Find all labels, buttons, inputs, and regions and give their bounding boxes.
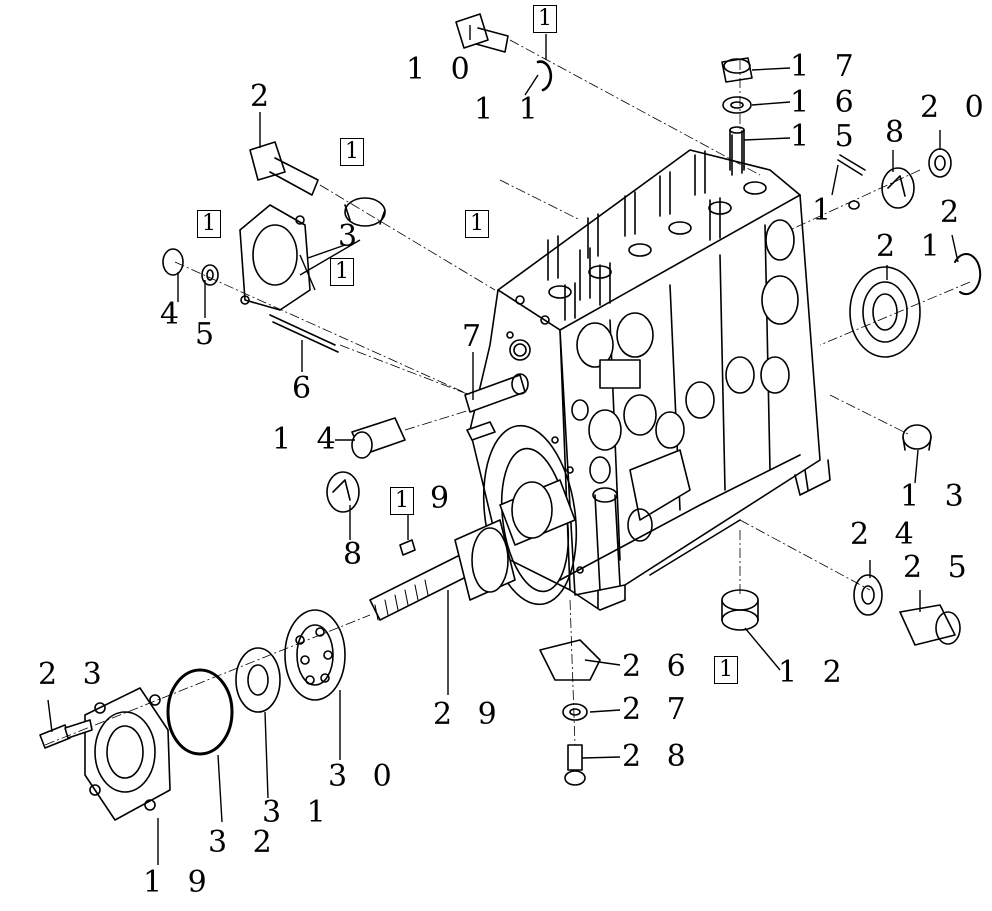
boxed-marker-top: 1 [533,5,557,33]
boxed-marker-bushing: 1 [340,138,364,166]
callout-12: 1 2 [778,655,850,690]
o-ring-32 [166,668,234,756]
callout-25: 2 5 [903,550,975,585]
callout-1: 1 [812,193,840,228]
callout-14: 1 4 [272,422,344,457]
bearing-21 [849,266,921,358]
callout-15: 1 5 [790,119,862,154]
callout-26: 2 6 [622,649,694,684]
shaft-7 [464,373,529,441]
nut-4 [162,248,184,276]
callout-8-right: 8 [885,115,913,150]
assembly-axes [44,39,971,746]
callout-17: 1 7 [790,49,862,84]
callout-4: 4 [160,297,188,332]
callout-5: 5 [195,317,223,352]
nut-17 [721,57,753,83]
callout-24: 2 4 [850,517,922,552]
callout-7: 7 [462,319,490,354]
sleeve-13 [902,424,932,451]
clamp-26 [539,639,601,681]
bolt-28 [564,744,586,786]
bushing-3 [344,197,386,227]
stud-6 [269,314,339,353]
snap-ring-22 [954,253,982,295]
end-cover-19 [84,687,171,821]
bolt-10 [455,13,509,53]
bolt-2 [249,141,319,196]
callout-13: 1 3 [900,479,972,514]
callout-27: 2 7 [622,692,694,727]
bearing-30 [284,609,346,701]
camshaft [369,479,576,621]
stud-15 [729,126,745,171]
callout-9: 9 [430,481,458,516]
boxed-marker-body: 1 [465,210,489,238]
callout-6: 6 [292,371,320,406]
boxed-marker-washer: 1 [197,210,221,238]
plate-3 [239,204,311,311]
washer-20 [928,148,952,178]
plug-8-left [326,471,360,513]
leader-lines [47,25,959,865]
callout-31: 3 1 [262,795,334,830]
key-9 [399,539,416,556]
callout-2-right: 2 [940,195,968,230]
callout-20: 2 0 [920,90,992,125]
boxed-marker-key: 1 [390,487,414,515]
callout-11: 1 1 [474,92,546,127]
plug-8-right [881,167,915,209]
callout-10: 1 0 [406,52,478,87]
top-studs [547,130,743,321]
callout-23: 2 3 [38,657,110,692]
callout-32: 3 2 [208,825,280,860]
washer-27 [562,703,588,721]
callout-21: 2 1 [876,229,948,264]
callout-19: 1 9 [143,865,215,900]
callout-30: 3 0 [328,759,400,794]
pin-1 [837,154,866,210]
callout-28: 2 8 [622,739,694,774]
housing-details [571,219,799,591]
spacer-31 [235,647,281,713]
callout-3: 3 [338,219,366,254]
ring-11 [536,60,553,92]
callout-2-left: 2 [250,79,278,114]
washer-24 [853,574,883,616]
bolt-25 [899,604,961,646]
bolt-23 [39,719,93,749]
callout-29: 2 9 [433,697,505,732]
callout-16: 1 6 [790,85,862,120]
plug-14 [351,417,406,459]
callout-8-left: 8 [343,537,371,572]
boxed-marker-sleeve: 1 [714,656,738,684]
washer-16 [722,96,752,114]
boxed-marker-plate: 1 [330,258,354,286]
sleeve-12 [721,589,759,631]
